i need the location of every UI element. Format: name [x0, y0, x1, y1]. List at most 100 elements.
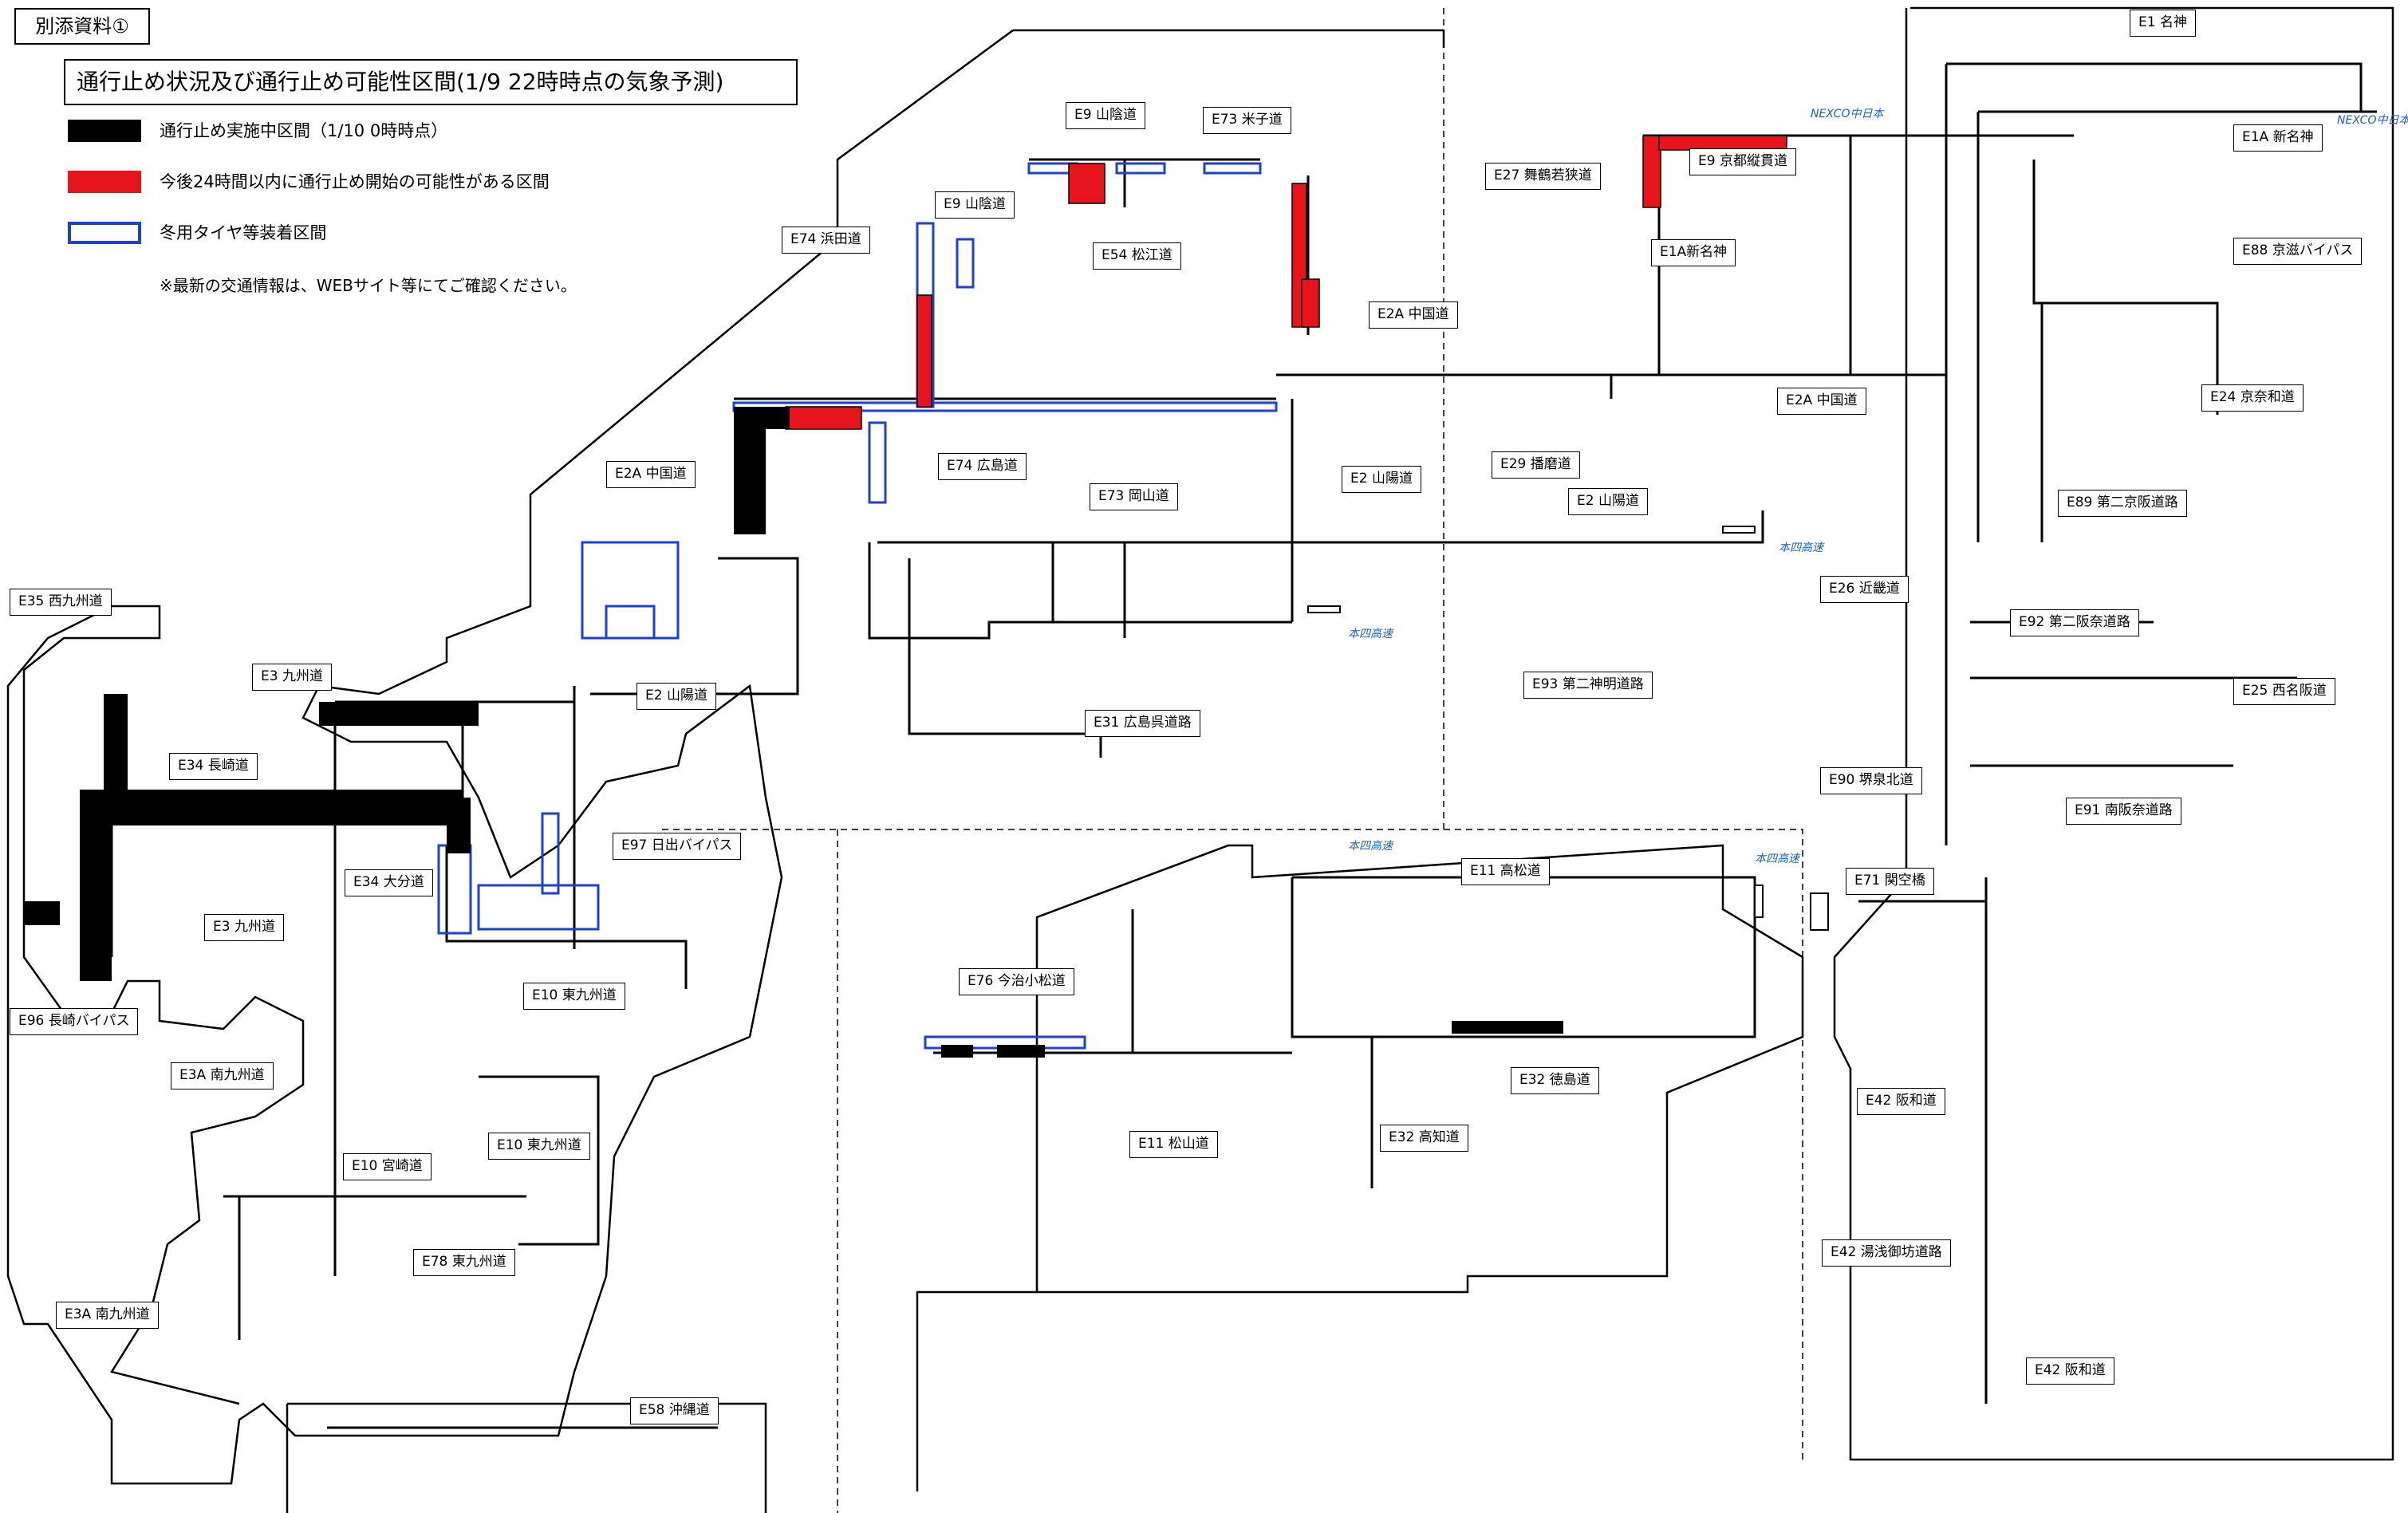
route-label-e88-keiji-bypass: E88 京滋バイパス: [2233, 238, 2363, 265]
route-label-e2a-chugoku-3: E2A 中国道: [606, 461, 696, 488]
winter-hiroshima-road: [868, 421, 887, 504]
route-label-e76-imabari: E76 今治小松道: [959, 968, 1074, 995]
closed-kyushu-north: [319, 702, 479, 726]
closed-chugoku-west: [746, 407, 790, 429]
route-label-e1a-shin-meishin: E1A 新名神: [2233, 124, 2323, 152]
winter-yamaguchi: [581, 541, 680, 640]
hiroshima-loop: [868, 542, 1292, 640]
route-label-e9-kyoto-jukan: E9 京都縦貫道: [1689, 148, 1796, 175]
kyushu-chugoku-west-outline: [6, 29, 1014, 1485]
page-title: 通行止め状況及び通行止め可能性区間(1/9 22時時点の気象予測): [64, 59, 798, 105]
shikoku-loop: [1291, 876, 1756, 1038]
closed-matsuyama-mid: [997, 1045, 1045, 1058]
operator-label-nexco-central-2: NEXCO中日本: [2337, 114, 2408, 127]
closed-nagasaki-road: [80, 790, 343, 825]
nagasaki-outline: [6, 605, 305, 1405]
shikoku-outline: [916, 844, 1804, 1491]
route-label-e92-daini-hannan: E92 第二阪奈道路: [2010, 609, 2139, 636]
route-label-e78-higashi-kyushu: E78 東九州道: [413, 1249, 515, 1276]
operator-label-honshi: 本四高速: [1779, 542, 1823, 554]
route-label-e93-daini-shinmei: E93 第二神明道路: [1523, 672, 1653, 699]
keiji-bypass-line: [2032, 160, 2219, 415]
shikoku-boundary: [662, 829, 1803, 1460]
closed-nishi-kyushu: [104, 694, 128, 790]
winter-sanin-mid: [1115, 162, 1166, 175]
winter-sanin-east: [1203, 162, 1262, 175]
route-label-e35-nishi-kyushu: E35 西九州道: [10, 589, 112, 616]
operator-label-honshi-3: 本四高速: [1348, 840, 1393, 853]
route-label-e89-daini-keihan: E89 第二京阪道路: [2058, 490, 2187, 517]
higashi-kyushu-south: [479, 1075, 600, 1246]
route-network: [110, 62, 2377, 1429]
route-label-e3-kyushu-2: E3 九州道: [204, 914, 284, 941]
route-label-e74-hiroshima: E74 広島道: [938, 453, 1027, 480]
hiroshima-kure-road: [908, 558, 1102, 758]
route-label-e3a-minami-kyushu: E3A 南九州道: [171, 1062, 274, 1089]
route-label-e9-sanin-2: E9 山陰道: [935, 191, 1015, 219]
closed-sections: [24, 407, 1563, 1058]
route-label-e31-hiroshima-kure: E31 広島呉道路: [1085, 710, 1200, 737]
route-label-e2-sanyo-3: E2 山陽道: [636, 683, 716, 710]
route-label-e32-tokushima: E32 徳島道: [1511, 1067, 1599, 1094]
winter-tire-sections: [437, 162, 1278, 1050]
legend-swatch-closed: [68, 120, 141, 142]
route-label-e54-matsue: E54 松江道: [1093, 242, 1181, 270]
operator-label-nexco-central: NEXCO中日本: [1811, 108, 1884, 120]
route-label-e11-takamatsu: E11 高松道: [1461, 858, 1550, 885]
route-label-e9-sanin: E9 山陰道: [1066, 102, 1145, 129]
junction-markers: [1307, 526, 1829, 931]
route-label-e74-hamada: E74 浜田道: [782, 227, 870, 254]
route-label-e42-hanwa-2: E42 阪和道: [2026, 1357, 2114, 1385]
attachment-label: 別添資料①: [14, 8, 150, 45]
route-label-e25-nishi-meihan: E25 西名阪道: [2233, 678, 2335, 705]
chugoku-region-outline: [1013, 29, 1445, 48]
winter-hamada-north: [956, 238, 975, 289]
route-label-e42-hanwa: E42 阪和道: [1857, 1088, 1945, 1115]
legend-swatch-winter-tires: [68, 222, 141, 244]
route-label-e29-harima: E29 播磨道: [1492, 451, 1580, 479]
red-chugoku-west: [785, 406, 862, 430]
closed-tokushima-road: [1452, 1021, 1563, 1034]
route-label-e1-meishin: E1 名神: [2130, 10, 2196, 37]
possible-closure-sections: [785, 135, 1787, 430]
route-label-e10-miyazaki: E10 宮崎道: [343, 1153, 432, 1180]
legend-label-winter-tires: 冬用タイヤ等装着区間: [160, 223, 327, 242]
route-label-e91-minami-hannan: E91 南阪奈道路: [2066, 798, 2181, 825]
closed-matsuyama-west: [941, 1045, 973, 1058]
route-label-e58-okinawa: E58 沖縄道: [630, 1397, 719, 1424]
route-label-e26-kinki: E26 近畿道: [1820, 576, 1909, 603]
route-label-e97-hiji-bypass: E97 日出バイパス: [613, 833, 742, 860]
boundary-lines: [662, 8, 1803, 1513]
route-label-e71-kankuu: E71 関空橋: [1846, 868, 1934, 895]
legend-label-possible: 今後24時間以内に通行止め開始の可能性がある区間: [160, 172, 550, 191]
closed-oita-west: [335, 790, 463, 825]
meishin-line: [1946, 62, 2363, 112]
route-label-e11-matsuyama: E11 松山道: [1129, 1131, 1218, 1158]
route-label-e2a-chugoku: E2A 中国道: [1369, 301, 1458, 329]
red-maizuru-wakasa: [1642, 135, 1661, 208]
route-label-e73-yonago: E73 米子道: [1203, 107, 1291, 134]
winter-oita-road: [477, 884, 600, 931]
route-label-e32-kochi: E32 高知道: [1380, 1125, 1468, 1152]
route-label-e10-higashi-kyushu-2: E10 東九州道: [488, 1133, 590, 1160]
sanyo-line: [877, 510, 1764, 544]
route-label-e3-kyushu: E3 九州道: [252, 664, 332, 691]
red-hamada-road: [916, 294, 932, 408]
closed-nagasaki-bypass: [24, 901, 60, 925]
route-label-e2-sanyo: E2 山陽道: [1342, 466, 1421, 493]
winter-mine: [605, 605, 656, 640]
winter-oita-west: [437, 844, 472, 935]
route-label-e1a-shin-meishin-2: E1A新名神: [1651, 239, 1736, 266]
route-label-e96-nagasaki-bypass: E96 長崎バイパス: [10, 1008, 139, 1035]
winter-hiji-bypass: [541, 812, 560, 895]
red-matsue-road: [1068, 163, 1105, 204]
route-label-e34-nagasaki: E34 長崎道: [169, 753, 258, 780]
route-label-e90-sakai-senboku: E90 堺泉北道: [1820, 767, 1922, 794]
okinawa-outline: [286, 1402, 767, 1513]
operator-label-honshi-4: 本四高速: [1755, 853, 1799, 865]
sanyo-west-line: [590, 557, 799, 695]
route-label-e34-oita: E34 大分道: [345, 869, 433, 896]
kinki-outline: [1833, 6, 2394, 1461]
route-label-e10-higashi-kyushu: E10 東九州道: [523, 983, 625, 1010]
